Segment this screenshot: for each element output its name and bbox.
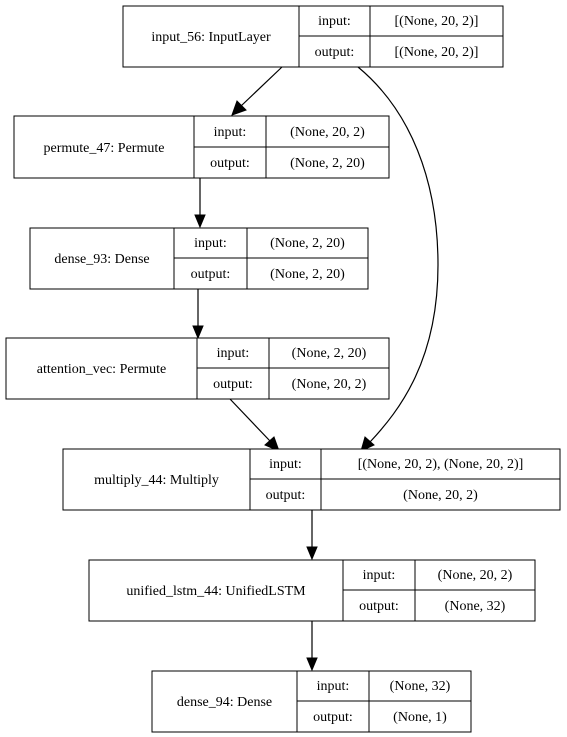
output-key: output: bbox=[359, 599, 399, 614]
output-value: (None, 2, 20) bbox=[270, 267, 345, 282]
output-value: (None, 2, 20) bbox=[290, 156, 365, 171]
output-key: output: bbox=[315, 45, 355, 60]
input-value: (None, 2, 20) bbox=[292, 346, 367, 361]
node-label: dense_93: Dense bbox=[54, 252, 149, 267]
output-value: (None, 1) bbox=[393, 710, 447, 725]
node-unified-lstm-44: unified_lstm_44: UnifiedLSTM input: (Non… bbox=[88, 559, 536, 622]
node-input-56: input_56: InputLayer input: [(None, 20, … bbox=[122, 5, 504, 68]
arrowhead-attention bbox=[192, 325, 204, 340]
output-value: (None, 20, 2) bbox=[403, 488, 478, 503]
input-key: input: bbox=[317, 679, 350, 694]
arrowhead-multiply-left bbox=[264, 436, 280, 452]
node-label: dense_94: Dense bbox=[177, 695, 272, 710]
output-key: output: bbox=[266, 488, 306, 503]
input-value: (None, 2, 20) bbox=[270, 236, 345, 251]
input-value: [(None, 20, 2), (None, 20, 2)] bbox=[358, 457, 524, 472]
arrowhead-dense94 bbox=[306, 657, 318, 672]
input-key: input: bbox=[318, 14, 351, 29]
arrowhead-dense93 bbox=[194, 214, 206, 229]
output-key: output: bbox=[191, 267, 231, 282]
arrowhead-permute bbox=[231, 100, 247, 116]
output-value: (None, 32) bbox=[445, 599, 506, 614]
output-value: (None, 20, 2) bbox=[292, 377, 367, 392]
node-dense-93: dense_93: Dense input: (None, 2, 20) out… bbox=[29, 227, 369, 290]
edges bbox=[192, 66, 439, 672]
input-value: (None, 20, 2) bbox=[438, 568, 513, 583]
node-attention-vec: attention_vec: Permute input: (None, 2, … bbox=[5, 337, 390, 400]
arrowhead-lstm bbox=[306, 546, 318, 561]
input-key: input: bbox=[269, 457, 302, 472]
edge-input-to-multiply bbox=[357, 66, 439, 443]
node-permute-47: permute_47: Permute input: (None, 20, 2)… bbox=[13, 115, 390, 179]
output-key: output: bbox=[210, 156, 250, 171]
edge-attention-to-multiply bbox=[229, 398, 271, 442]
node-label: multiply_44: Multiply bbox=[94, 473, 219, 488]
arrowhead-multiply-right bbox=[360, 436, 375, 452]
input-key: input: bbox=[214, 125, 247, 140]
input-key: input: bbox=[194, 236, 227, 251]
output-key: output: bbox=[313, 710, 353, 725]
node-label: input_56: InputLayer bbox=[151, 30, 271, 45]
node-label: attention_vec: Permute bbox=[37, 362, 166, 377]
node-label: unified_lstm_44: UnifiedLSTM bbox=[126, 584, 306, 599]
output-key: output: bbox=[213, 377, 253, 392]
input-value: (None, 20, 2) bbox=[290, 125, 365, 140]
node-dense-94: dense_94: Dense input: (None, 32) output… bbox=[151, 670, 472, 733]
input-value: (None, 32) bbox=[390, 679, 451, 694]
edge-input-to-permute bbox=[240, 66, 283, 107]
input-key: input: bbox=[217, 346, 250, 361]
node-label: permute_47: Permute bbox=[44, 141, 165, 156]
output-value: [(None, 20, 2)] bbox=[395, 45, 479, 60]
input-value: [(None, 20, 2)] bbox=[395, 14, 479, 29]
input-key: input: bbox=[363, 568, 396, 583]
node-multiply-44: multiply_44: Multiply input: [(None, 20,… bbox=[62, 448, 561, 511]
